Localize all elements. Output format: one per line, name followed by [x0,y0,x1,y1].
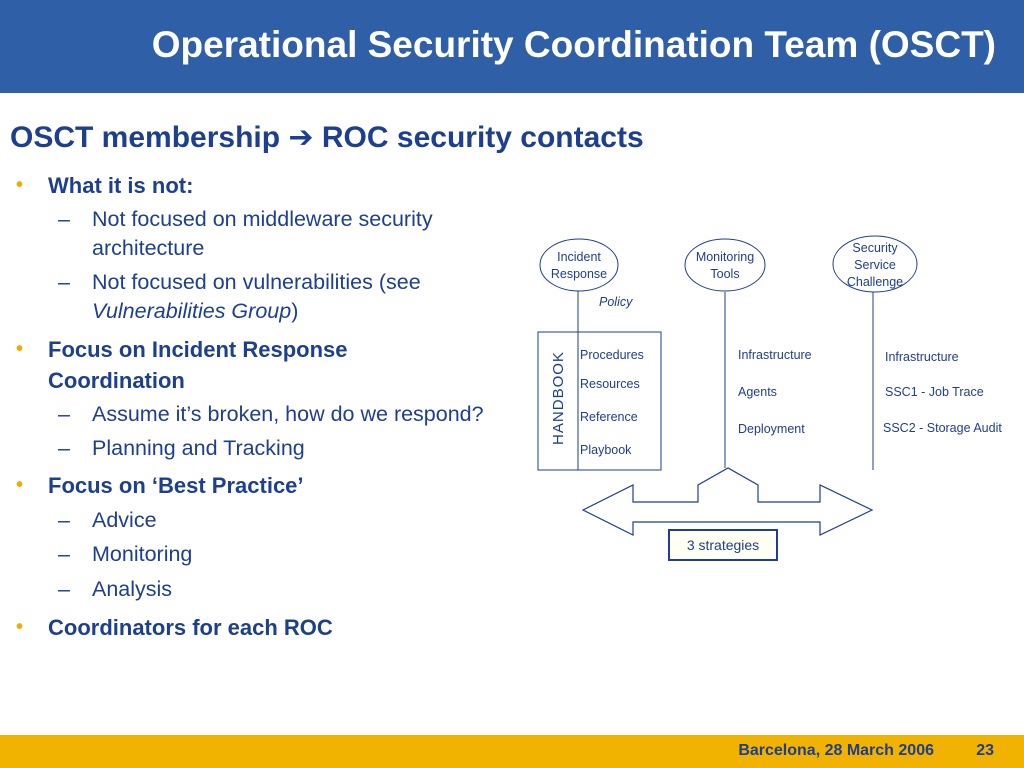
sub-marker: – [58,402,70,426]
sub-marker: – [58,508,70,532]
sub-marker: – [58,542,70,566]
sub-bullet-middleware: – Not focused on middleware security arc… [58,205,433,263]
bullet-best-practice: • Focus on ‘Best Practice’ [16,470,304,501]
sub-bullet-text: Advice [92,508,157,532]
node-label: Service [854,258,896,272]
subtitle-right: ROC security contacts [321,121,644,154]
right-arrow-icon: ➔ [288,121,314,154]
challenge-item: SSC1 - Job Trace [885,385,984,399]
footer-location-date: Barcelona, 28 March 2006 [738,742,934,759]
bullet-marker: • [16,338,24,360]
policy-label: Policy [599,295,633,309]
node-label: Incident [557,250,601,264]
bullet-line: Focus on Incident Response [48,337,348,362]
node-label: Monitoring [696,250,754,264]
sub-bullet-advice: – Advice [58,506,157,535]
sub-bullet-text: Analysis [92,577,173,601]
sub-bullet-tail: ) [291,299,299,323]
handbook-label: HANDBOOK [550,351,567,445]
monitoring-item: Infrastructure [738,348,812,362]
title-bar: Operational Security Coordination Team (… [0,0,1024,93]
bullet-text: What it is not: [48,173,194,198]
bullet-marker: • [16,474,24,496]
monitoring-item: Deployment [738,422,805,436]
sub-bullet-line: Vulnerabilities Group) [92,297,421,326]
monitoring-item: Agents [738,385,777,399]
sub-bullet-monitoring: – Monitoring [58,540,193,569]
bullet-incident-response: • Focus on Incident Response Coordinatio… [16,334,348,396]
slide-title: Operational Security Coordination Team (… [151,24,996,65]
sub-marker: – [58,577,70,601]
sub-bullet-line: Not focused on middleware security [92,207,433,231]
sub-marker: – [58,270,70,294]
node-label: Tools [710,267,739,281]
slide-subtitle: OSCT membership ➔ ROC security contacts [10,120,644,155]
strategies-box: 3 strategies [668,529,778,561]
footer-bar: Barcelona, 28 March 2006 23 [0,735,1024,768]
bullet-list: • What it is not: – Not focused on middl… [0,0,560,700]
handbook-item: Procedures [580,348,644,362]
handbook-item: Resources [580,377,640,391]
bullet-line: Coordination [48,368,185,393]
monitoring-tools-node [684,238,766,292]
bullet-marker: • [16,174,24,196]
security-service-challenge-node [832,235,918,293]
sub-marker: – [58,436,70,460]
bullet-what-it-is-not: • What it is not: [16,170,194,201]
sub-bullet-analysis: – Analysis [58,575,173,604]
handbook-item: Reference [580,410,638,424]
bullet-text: Focus on ‘Best Practice’ [48,473,304,498]
page-number: 23 [976,742,994,759]
bullet-text: Coordinators for each ROC [48,615,333,640]
sub-bullet-planning: – Planning and Tracking [58,434,305,463]
sub-bullet-vulnerabilities: – Not focused on vulnerabilities (see Vu… [58,268,421,326]
sub-bullet-text: Monitoring [92,542,193,566]
sub-bullet-assume-broken: – Assume it’s broken, how do we respond? [58,400,484,429]
node-label: Challenge [847,275,903,289]
incident-response-node [539,238,619,292]
subtitle-left: OSCT membership [10,121,281,154]
handbook-box [537,331,662,471]
challenge-item: SSC2 - Storage Audit [883,421,1002,435]
sub-bullet-text: Planning and Tracking [92,436,305,460]
handbook-item: Playbook [580,443,632,457]
bullet-marker: • [16,616,24,638]
sub-bullet-text: Assume it’s broken, how do we respond? [92,402,484,426]
sub-bullet-line: architecture [92,236,205,260]
strategies-arrow-shape [581,467,874,536]
node-label: Response [551,267,607,281]
sub-marker: – [58,207,70,231]
sub-bullet-line: Not focused on vulnerabilities (see [92,270,421,294]
vulnerabilities-group-ref: Vulnerabilities Group [92,299,292,323]
bullet-coordinators: • Coordinators for each ROC [16,612,333,643]
node-label: Security [852,241,898,255]
challenge-item: Infrastructure [885,350,959,364]
